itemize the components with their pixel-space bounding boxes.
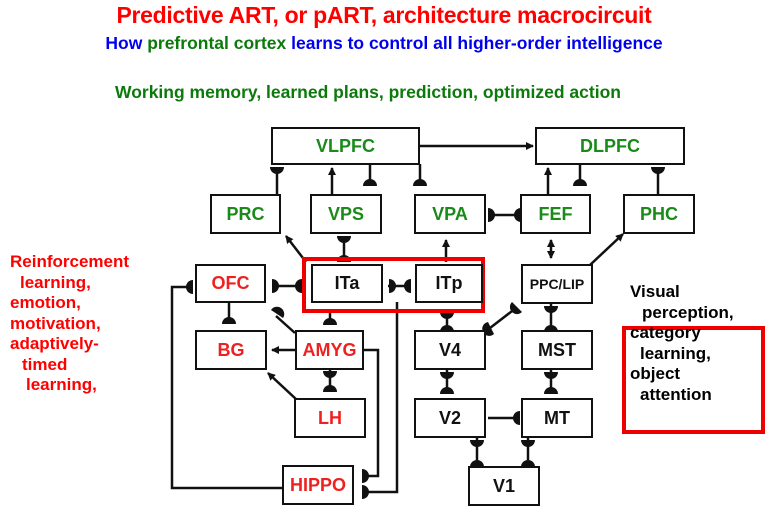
terminal-mst-mt-top xyxy=(544,372,558,379)
subtitle-part-rest: learns to control all higher-order intel… xyxy=(291,33,663,53)
terminal-ita-itp-b xyxy=(404,279,411,293)
wire-it-hippo xyxy=(363,302,399,494)
terminal-amyg-ofc xyxy=(271,306,285,318)
terminal-v2-mt xyxy=(513,411,520,425)
node-ppc-lip: PPC/LIP xyxy=(521,264,593,304)
node-v2: V2 xyxy=(414,398,486,438)
terminal-phc-dlpfc xyxy=(651,167,665,174)
terminal-mt-v1-top xyxy=(521,440,535,447)
node-prc: PRC xyxy=(210,194,281,234)
node-phc: PHC xyxy=(623,194,695,234)
node-fef: FEF xyxy=(520,194,591,234)
node-itp: ITp xyxy=(415,264,483,303)
terminal-vpa-fef-a xyxy=(488,208,495,222)
diagram-subtitle: How prefrontal cortex learns to control … xyxy=(0,33,768,54)
node-ita: ITa xyxy=(311,264,383,303)
node-v1: V1 xyxy=(468,466,540,506)
note-line: motivation, xyxy=(10,313,101,333)
note-line: adaptively- xyxy=(10,334,99,353)
terminal-hippo-ofc xyxy=(186,280,193,294)
terminal-it-hippo xyxy=(362,485,369,499)
note-line: learning, xyxy=(20,272,91,292)
node-v4: V4 xyxy=(414,330,486,370)
note-line: emotion, xyxy=(10,293,81,312)
note-line: Reinforcement xyxy=(10,252,130,271)
terminal-itp-v4-top xyxy=(440,312,454,319)
subtitle-part-how: How xyxy=(105,33,143,53)
subtitle-part-pfc: prefrontal cortex xyxy=(147,33,287,53)
visual-perception-note: Visual perception, category learning, ob… xyxy=(630,282,734,405)
terminal-vlpfc-vpa xyxy=(413,179,427,186)
note-line: timed xyxy=(22,354,68,374)
terminal-v2-v1-bot xyxy=(470,460,484,467)
working-memory-caption: Working memory, learned plans, predictio… xyxy=(115,82,621,102)
category-learning-highlight xyxy=(622,326,765,434)
note-line: object xyxy=(630,364,681,383)
terminal-v4-v2-bot xyxy=(440,387,454,394)
node-bg: BG xyxy=(195,330,267,370)
wire-amyg-ofc xyxy=(275,315,296,334)
diagram-title: Predictive ART, or pART, architecture ma… xyxy=(116,2,652,28)
wire-ppc-phc xyxy=(589,233,624,266)
note-line: category xyxy=(630,323,701,342)
node-mt: MT xyxy=(521,398,593,438)
wire-lh-bg xyxy=(267,372,298,401)
terminal-vlpfc-vps xyxy=(363,179,377,186)
terminal-mt-v1-bot xyxy=(521,460,535,467)
terminal-vps-ita-top xyxy=(337,236,351,243)
reinforcement-learning-note: Reinforcement learning, emotion, motivat… xyxy=(10,252,129,396)
node-lh: LH xyxy=(294,398,366,438)
terminal-v4-v2-top xyxy=(440,372,454,379)
terminal-ofc-bg xyxy=(222,317,236,324)
node-vps: VPS xyxy=(310,194,382,234)
terminal-ita-itp-a xyxy=(389,279,396,293)
note-line: learning, xyxy=(26,375,97,394)
terminal-ofc-ita-a xyxy=(272,279,279,293)
it-highlight-frame xyxy=(302,257,485,313)
note-line: learning, xyxy=(640,343,711,363)
note-line: Visual xyxy=(630,282,680,301)
terminal-amyg-lh-top xyxy=(323,371,337,378)
node-hippo: HIPPO xyxy=(282,465,354,505)
terminal-v2-v1-top xyxy=(470,440,484,447)
node-ofc: OFC xyxy=(195,264,266,303)
terminal-mst-mt-bot xyxy=(544,387,558,394)
terminal-ita-amyg xyxy=(323,318,337,325)
note-line: perception, xyxy=(642,302,734,322)
terminal-dlpfc-fef xyxy=(573,179,587,186)
terminal-vpa-fef-b xyxy=(514,208,521,222)
terminal-amyg-lh-bot xyxy=(323,385,337,392)
terminal-ppc-mst-top xyxy=(544,306,558,313)
node-vpa: VPA xyxy=(414,194,486,234)
terminal-amyg-hippo xyxy=(362,469,369,483)
node-amyg: AMYG xyxy=(295,330,364,370)
terminal-ppc-v4-a xyxy=(509,302,522,315)
terminal-ofc-ita-b xyxy=(295,279,302,293)
node-mst: MST xyxy=(521,330,593,370)
note-line: attention xyxy=(640,384,712,404)
node-vlpfc: VLPFC xyxy=(271,127,420,165)
node-dlpfc: DLPFC xyxy=(535,127,685,165)
wire-hippo-ofc xyxy=(170,285,282,490)
wire-amyg-hippo xyxy=(362,348,380,478)
terminal-prc-vlpfc xyxy=(270,167,284,174)
